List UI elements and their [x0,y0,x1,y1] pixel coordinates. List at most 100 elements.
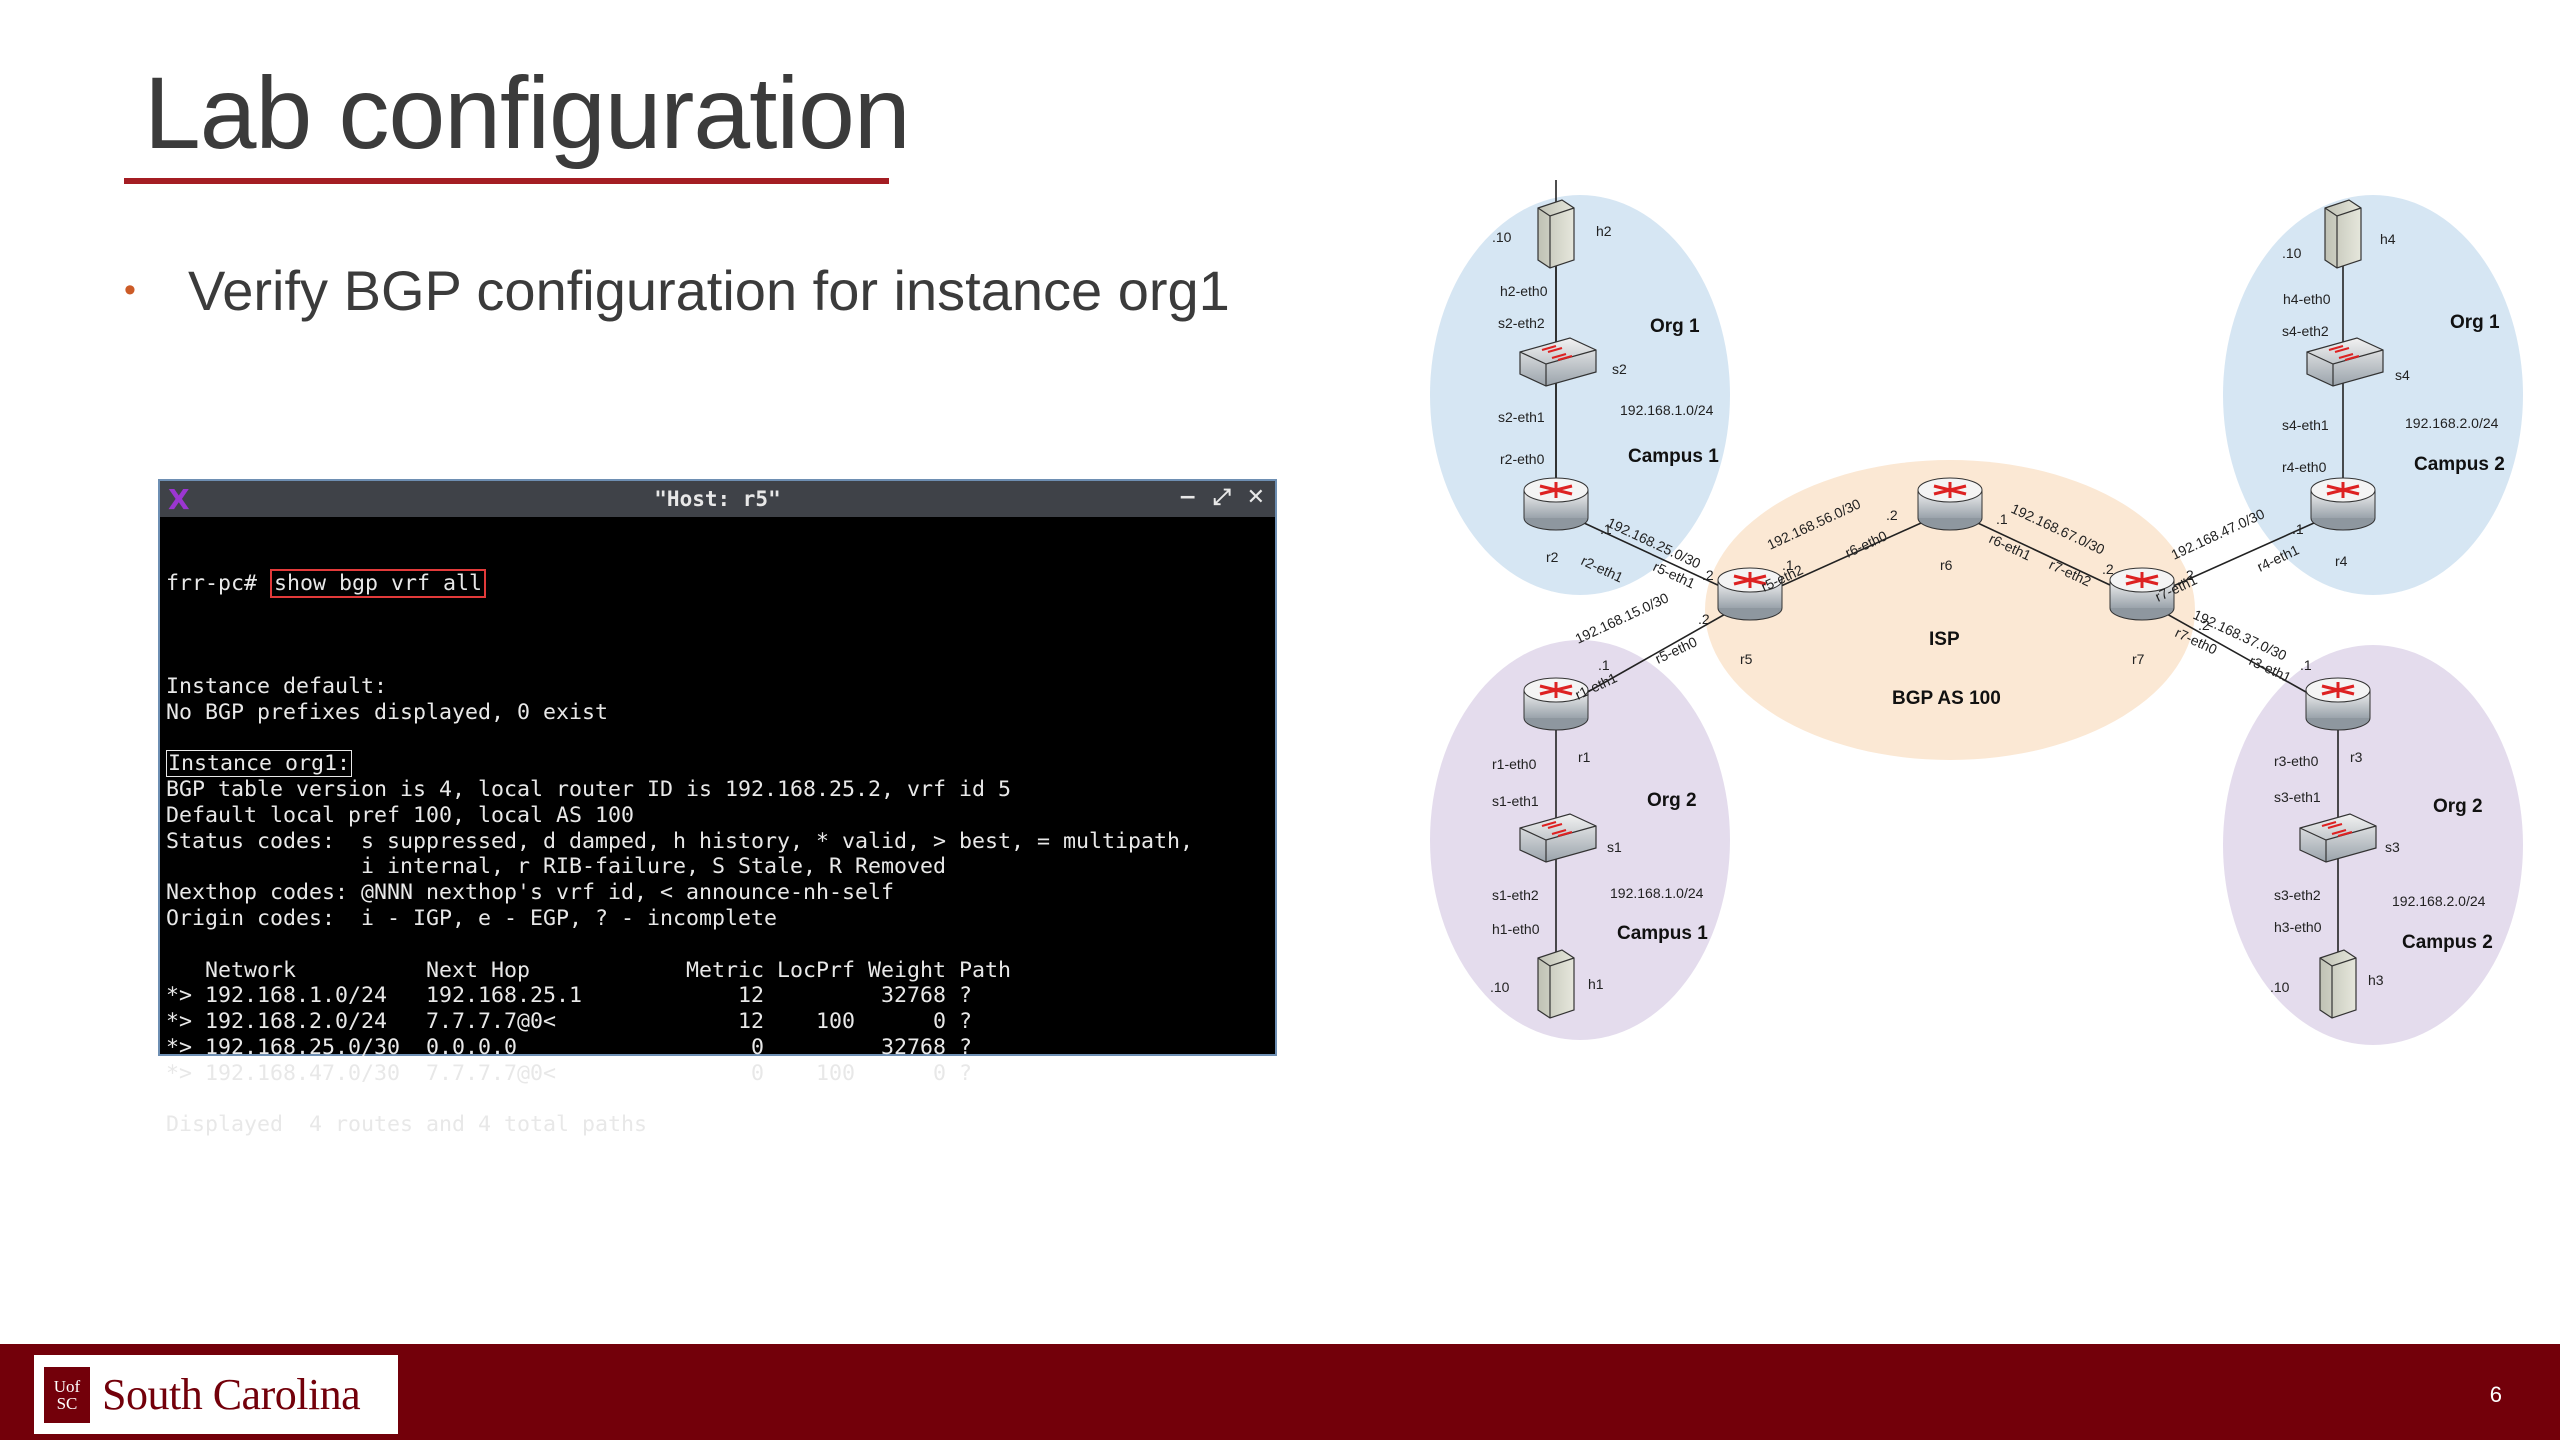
network-topology-diagram: Org 1 Campus 1 Org 1 Campus 2 Org 2 Camp… [1430,180,2550,1050]
terminal-line: Network Next Hop Metric LocPrf Weight Pa… [166,957,1012,983]
close-icon[interactable]: ✕ [1246,485,1265,510]
terminal-line: Displayed 4 routes and 4 total paths [166,1112,648,1138]
switch-s3-icon [2299,813,2377,863]
xterm-logo-icon: X [168,483,190,516]
title-underline [124,178,889,184]
h3-ip: .10 [2270,979,2290,995]
r7-label: r7 [2132,651,2145,667]
octet-r5-a: .2 [1702,567,1714,583]
terminal-line: BGP table version is 4, local router ID … [166,776,1012,802]
terminal-line [166,648,1275,674]
switch-s1-icon [1519,813,1597,863]
octet-r6-b: .1 [1996,511,2008,527]
maximize-icon[interactable]: ⤢ [1212,485,1231,510]
campus1-bottom-label: Campus 1 [1617,923,1708,944]
terminal-line: *> 192.168.2.0/24 7.7.7.7@0< 12 100 0 ? [166,1009,973,1035]
terminal-line: Status codes: s suppressed, d damped, h … [166,828,1194,854]
usc-logo-mark-icon: Uof SC [44,1366,90,1423]
org1-campus2-zone [2223,195,2523,595]
iface-r1-eth0: r1-eth0 [1492,756,1537,772]
iface-s1-eth1: s1-eth1 [1492,793,1539,809]
router-r2-icon [1523,477,1589,531]
terminal-line: Instance org1: [166,750,1275,778]
terminal-line: Origin codes: i - IGP, e - EGP, ? - inco… [166,905,778,931]
h1-label: h1 [1588,976,1604,992]
terminal-line [166,932,1275,958]
campus2-bottom-label: Campus 2 [2402,932,2493,953]
octet-r2: .1 [1600,521,1612,537]
host-h4-icon [2324,199,2362,269]
iface-r2-eth0: r2-eth0 [1500,451,1545,467]
iface-r3-eth0: r3-eth0 [2274,753,2319,769]
h1-ip: .10 [1490,979,1510,995]
router-r5-icon [1717,567,1783,621]
logo-text: South Carolina [102,1370,361,1419]
org2-left-label: Org 2 [1647,790,1697,811]
org1-right-label: Org 1 [2450,312,2500,333]
terminal-line: Nexthop codes: @NNN nexthop's vrf id, < … [166,880,895,906]
s3-label: s3 [2385,839,2400,855]
iface-h4-eth0: h4-eth0 [2283,291,2331,307]
h4-ip: .10 [2282,245,2302,261]
iface-r5-eth0: r5-eth0 [1653,633,1700,666]
org2-right-label: Org 2 [2433,796,2483,817]
s2-label: s2 [1612,361,1627,377]
link-192-168-15-0: 192.168.15.0/30 [1573,589,1672,646]
terminal-line: *> 192.168.47.0/30 7.7.7.7@0< 0 100 0 ? [166,1060,973,1086]
campus2-top-label: Campus 2 [2414,454,2505,475]
router-r6-icon [1917,477,1983,531]
iface-h2-eth0: h2-eth0 [1500,283,1548,299]
minimize-icon[interactable]: − [1178,485,1197,510]
link-192-168-47-0: 192.168.47.0/30 [2169,505,2268,562]
terminal-line: Default local pref 100, local AS 100 [166,802,635,828]
subnet-campus1-top: 192.168.1.0/24 [1620,402,1714,418]
switch-s4-icon [2306,337,2384,387]
iface-s4-eth1: s4-eth1 [2282,417,2329,433]
octet-r4: .1 [2292,521,2304,537]
terminal-titlebar[interactable]: X "Host: r5" − ⤢ ✕ [160,481,1275,517]
iface-s3-eth2: s3-eth2 [2274,887,2321,903]
host-h2-icon [1537,199,1575,269]
router-r7-icon [2109,567,2175,621]
host-h1-icon [1537,949,1575,1019]
terminal-line: *> 192.168.25.0/30 0.0.0.0 0 32768 ? [166,1034,973,1060]
r4-label: r4 [2335,553,2348,569]
h2-label: h2 [1596,223,1612,239]
isp-as-label: BGP AS 100 [1892,688,2001,709]
terminal-line: No BGP prefixes displayed, 0 exist [166,699,609,725]
bullet-text: Verify BGP configuration for instance or… [188,259,1230,322]
octet-r3: .1 [2300,657,2312,673]
subnet-campus2-bottom: 192.168.2.0/24 [2392,893,2486,909]
router-r1-icon [1523,677,1589,731]
octet-r6-a: .2 [1886,507,1898,523]
terminal-output[interactable]: frr-pc# show bgp vrf all Instance defaul… [160,517,1275,1190]
instance-org1-label: Instance org1: [166,750,353,778]
org1-left-label: Org 1 [1650,316,1700,337]
bullet-item: • Verify BGP configuration for instance … [124,260,1230,322]
terminal-window[interactable]: X "Host: r5" − ⤢ ✕ frr-pc# show bgp vrf … [158,479,1277,1137]
slide-title: Lab configuration [144,56,911,170]
page-number: 6 [2489,1382,2502,1407]
switch-s2-icon [1519,337,1597,387]
isp-label: ISP [1929,629,1960,650]
octet-r7-c: .2 [2198,617,2210,633]
s1-label: s1 [1607,839,1622,855]
university-logo: Uof SC South Carolina [34,1355,398,1434]
terminal-command: show bgp vrf all [270,568,487,598]
iface-s2-eth2: s2-eth2 [1498,315,1545,331]
terminal-line [166,1087,1275,1113]
octet-r5-c: .1 [1782,557,1794,573]
r6-label: r6 [1940,557,1953,573]
subnet-campus1-bottom: 192.168.1.0/24 [1610,885,1704,901]
terminal-prompt: frr-pc# [166,570,271,596]
iface-s3-eth1: s3-eth1 [2274,789,2321,805]
footer-bar: Uof SC South Carolina 6 [0,1344,2560,1440]
octet-r7-a: .2 [2102,561,2114,577]
terminal-line [166,725,1275,751]
isp-zone [1705,460,2195,760]
terminal-line: i internal, r RIB-failure, S Stale, R Re… [166,854,947,880]
iface-s1-eth2: s1-eth2 [1492,887,1539,903]
campus1-top-label: Campus 1 [1628,446,1719,467]
iface-s2-eth1: s2-eth1 [1498,409,1545,425]
iface-s4-eth2: s4-eth2 [2282,323,2329,339]
